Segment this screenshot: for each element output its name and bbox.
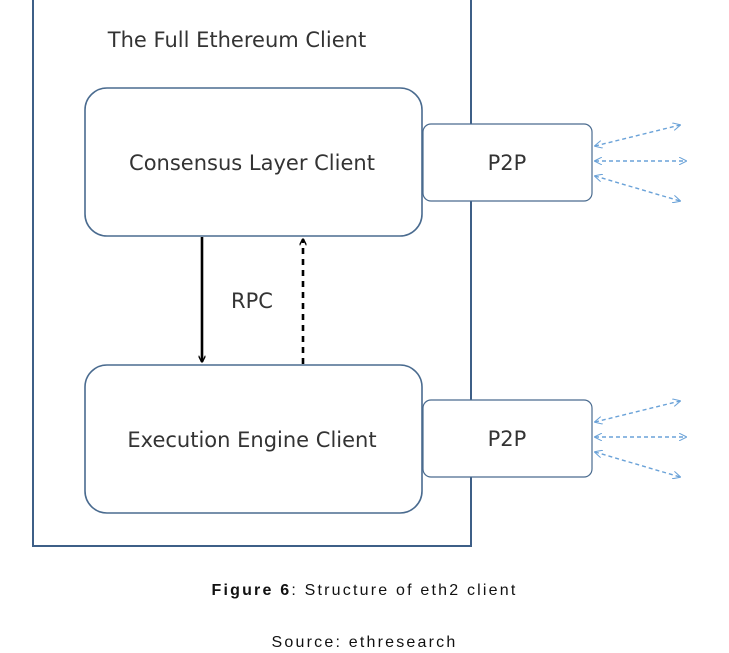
eth-client-diagram: The Full Ethereum Client Consensus Layer… xyxy=(32,0,729,547)
peer-arrow-bottom-up xyxy=(595,401,680,422)
peer-arrows-bottom xyxy=(595,401,686,477)
execution-engine-box xyxy=(84,364,423,514)
figure-caption: Figure 6: Structure of eth2 client xyxy=(0,582,729,600)
p2p-label-top: P2P xyxy=(488,151,527,175)
rpc-label: RPC xyxy=(231,289,273,313)
peer-arrow-bottom-down xyxy=(595,452,680,477)
p2p-label-bottom: P2P xyxy=(488,427,527,451)
figure-caption-text: : Structure of eth2 client xyxy=(291,582,518,599)
peer-arrows-top xyxy=(595,125,686,201)
client-container xyxy=(32,0,472,547)
execution-engine-label: Execution Engine Client xyxy=(127,428,376,452)
p2p-box-top xyxy=(422,123,593,202)
container-title: The Full Ethereum Client xyxy=(107,28,366,52)
consensus-layer-box xyxy=(84,87,423,237)
figure-number: Figure 6 xyxy=(211,582,292,599)
consensus-layer-label: Consensus Layer Client xyxy=(129,151,375,175)
peer-arrow-top-down xyxy=(595,176,680,201)
peer-arrow-top-up xyxy=(595,125,680,146)
p2p-box-bottom xyxy=(422,399,593,478)
source-caption: Source: ethresearch xyxy=(271,634,458,651)
